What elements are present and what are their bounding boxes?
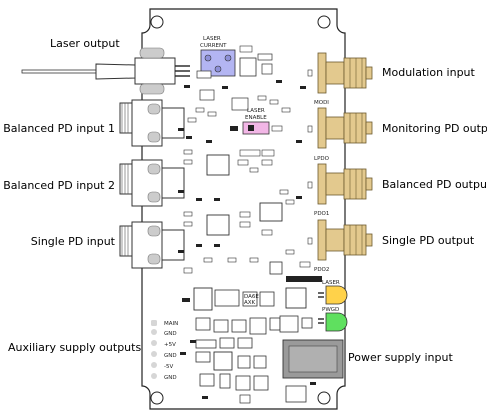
smd-component	[239, 45, 253, 53]
silk-aux-minus5v: -5V	[164, 364, 173, 370]
sma-connector-modulation	[307, 52, 373, 94]
pwgd-led	[318, 312, 348, 332]
label-balanced-pd-input-1: Balanced PD input 1	[3, 122, 115, 135]
silk-lpdo: LPDO	[314, 156, 330, 162]
passive-components	[183, 95, 311, 274]
silk-modi: MODI	[314, 100, 329, 106]
smd-component	[196, 70, 212, 79]
label-auxiliary-supply-outputs: Auxiliary supply outputs	[8, 341, 142, 354]
mount-hole	[317, 15, 331, 29]
silk-aux-main: MAIN	[164, 321, 178, 327]
label-modulation-input: Modulation input	[382, 66, 475, 79]
label-balanced-pd-input-2: Balanced PD input 2	[3, 179, 115, 192]
silk-aux-gnd-2: GND	[164, 353, 177, 359]
label-balanced-pd-output: Balanced PD output	[382, 178, 487, 191]
mount-hole	[150, 391, 164, 405]
power-jack	[279, 315, 344, 403]
mount-hole	[150, 15, 164, 29]
silk-aux-gnd-1: GND	[164, 331, 177, 337]
silk-pdo1: PDO1	[314, 211, 329, 217]
label-power-supply-input: Power supply input	[348, 351, 453, 364]
aux-pin-pads	[151, 320, 157, 379]
sma-connector-single	[307, 219, 373, 261]
silk-aux-plus5v: +5V	[164, 342, 176, 348]
silk-pdo2: PDO2	[314, 267, 329, 273]
label-laser-output: Laser output	[50, 37, 120, 50]
smd-component	[261, 63, 273, 75]
silk-laser-enable-2: ENABLE	[245, 115, 267, 121]
silk-laser-led: LASER	[322, 280, 340, 286]
label-single-pd-output: Single PD output	[382, 234, 475, 247]
silk-laser-enable-1: LASER	[247, 108, 265, 114]
silk-laser-current-2: CURRENT	[200, 43, 227, 49]
pd-input-connector-3	[119, 221, 185, 269]
laser-led	[318, 285, 348, 305]
pcb-outline	[141, 8, 346, 410]
ic-chip	[231, 97, 249, 111]
pd-input-connector-1	[119, 99, 185, 147]
power-section	[180, 261, 322, 404]
smd-component	[239, 57, 257, 77]
silk-chip-text-2: AXK	[244, 300, 256, 306]
ic-chip	[206, 214, 230, 236]
silk-laser-current-1: LASER	[203, 36, 221, 42]
laser-enable-switch	[230, 121, 283, 135]
label-monitoring-pd-output: Monitoring PD output	[382, 122, 487, 135]
ic-chip	[259, 202, 283, 222]
pd-input-connector-2	[119, 159, 185, 207]
mount-hole	[317, 391, 331, 405]
sma-connector-balanced	[307, 163, 373, 205]
smd-component	[257, 53, 273, 61]
ic-chip	[206, 154, 230, 176]
silk-pwgd-led: PWGD	[322, 307, 339, 313]
ic-chip	[199, 89, 215, 101]
laser-fiber-output	[21, 47, 190, 95]
passive-components	[178, 80, 306, 253]
sma-connector-monitoring	[307, 107, 373, 149]
label-single-pd-input: Single PD input	[30, 235, 115, 248]
silk-chip-text-1: DA6E	[244, 294, 259, 300]
silk-aux-gnd-3: GND	[164, 375, 177, 381]
